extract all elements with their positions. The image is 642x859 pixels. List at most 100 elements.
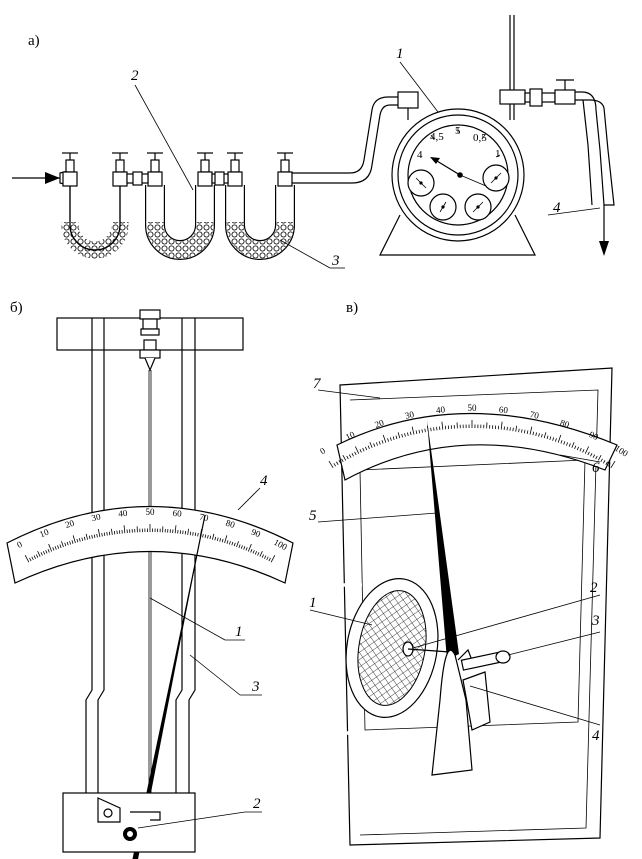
scale-b-tick	[247, 543, 252, 552]
scale-v-tick	[338, 460, 342, 464]
panel-b-label: б)	[10, 300, 23, 316]
scale-v-tick	[526, 430, 529, 434]
scale-v-tick	[348, 454, 352, 458]
pointer-v	[427, 420, 459, 660]
scale-b-tick	[91, 534, 93, 539]
holder-block	[431, 648, 511, 776]
meter-outlet	[499, 15, 615, 256]
scale-b-tick	[224, 535, 228, 544]
u-tube-1	[61, 152, 129, 259]
scale-v-tick	[557, 434, 562, 443]
scale-v-label: 50	[468, 403, 478, 413]
mount-studs	[342, 583, 362, 735]
scale-v-tick	[532, 431, 535, 436]
scale-v-label: 70	[529, 409, 540, 421]
scale-b-tick	[261, 554, 265, 558]
scale-v-tick	[336, 461, 339, 465]
scale-v-tick	[409, 431, 412, 436]
scale-b-tick	[209, 535, 212, 540]
scale-b-tick	[93, 534, 96, 539]
scale-v-tick	[610, 460, 616, 469]
scale-b-tick	[240, 545, 243, 549]
callout-b-4: 4	[260, 473, 268, 489]
scale-v-tick	[509, 427, 511, 431]
scale-b-tick	[189, 531, 192, 536]
scale-b-tick	[42, 551, 46, 555]
dial-label-1: 1	[495, 148, 501, 160]
u-tube-2	[145, 152, 215, 260]
scale-v-tick	[359, 449, 362, 453]
scale-v-tick	[602, 460, 606, 464]
scale-b-tick	[197, 532, 199, 537]
callout-a-1: 1	[396, 46, 404, 62]
scale-v-tick	[333, 463, 336, 467]
scale-b-tick	[233, 542, 236, 547]
meter-inlet-fitting	[397, 91, 419, 109]
scale-b-tick	[76, 538, 79, 543]
scale-b-tick	[72, 535, 76, 544]
scale-v-tick	[584, 446, 590, 454]
scale-v-tick	[362, 447, 365, 452]
scale-b-tick	[111, 528, 113, 535]
scale-v-tick	[518, 428, 520, 433]
callout-b-1: 1	[235, 624, 243, 640]
scale-v-tick	[523, 429, 526, 434]
callout-v-3: 3	[591, 613, 600, 629]
panel-v-label: в)	[346, 300, 358, 316]
scale-v-tick	[418, 429, 421, 434]
scale-b-label: 90	[250, 527, 263, 540]
scale-b-label: 0	[15, 539, 24, 550]
scale-v-tick	[566, 442, 569, 446]
scale-v-tick	[549, 436, 552, 440]
scale-v-tick	[590, 453, 593, 457]
panel-a: а)	[12, 15, 615, 269]
scale-b-tick	[259, 550, 263, 557]
scale-b-tick	[212, 533, 215, 540]
scale-v-tick	[560, 440, 563, 444]
scale-v-tick	[346, 455, 349, 460]
scale-v-tick	[579, 447, 582, 452]
scale-b-tick	[238, 544, 241, 548]
scale-b-tick	[266, 556, 269, 561]
scale-b-label: 20	[64, 518, 76, 530]
scale-b-tick	[103, 532, 106, 537]
scale-b-label: 30	[91, 511, 102, 523]
scale-v-tick	[404, 433, 406, 437]
scale-v-tick	[407, 432, 409, 436]
scale-v-tick	[430, 427, 432, 432]
dial-label-0-5: 0,5	[473, 132, 487, 144]
scale-v-tick	[515, 425, 518, 432]
scale-b-tick	[245, 547, 248, 551]
scale-b-tick	[61, 541, 64, 548]
scale-v-tick	[328, 460, 334, 469]
sample-disk	[345, 578, 439, 718]
callout-v-2: 2	[590, 580, 598, 596]
scale-v-tick	[351, 453, 354, 457]
scale-v-tick	[543, 432, 547, 439]
scale-b-tick	[254, 551, 258, 555]
scale-b-tick	[257, 552, 260, 556]
scale-b-tick	[221, 538, 224, 543]
scale-v-tick	[369, 442, 373, 448]
scale-v-tick	[555, 438, 557, 442]
callout-v-1: 1	[309, 595, 317, 611]
scale-b-tick	[24, 554, 30, 563]
dial-label-4: 4	[417, 149, 423, 161]
scale-v-tick	[541, 433, 543, 438]
scale-b-tick	[71, 540, 74, 544]
scale-v-tick	[401, 433, 403, 438]
scale-b-tick	[236, 541, 239, 548]
scale-v-tick	[424, 428, 426, 433]
scale-b-tick	[47, 549, 50, 553]
scale-v-tick	[354, 446, 360, 454]
scale-v-label: 0	[318, 445, 328, 456]
scale-v-tick	[392, 436, 395, 440]
scale-b-tick	[252, 550, 255, 554]
scale-b-tick	[101, 532, 103, 537]
panel-a-callouts: 1 2 3 4	[131, 46, 601, 269]
scale-b-label: 60	[172, 508, 182, 519]
scale-b-tick	[202, 533, 204, 538]
